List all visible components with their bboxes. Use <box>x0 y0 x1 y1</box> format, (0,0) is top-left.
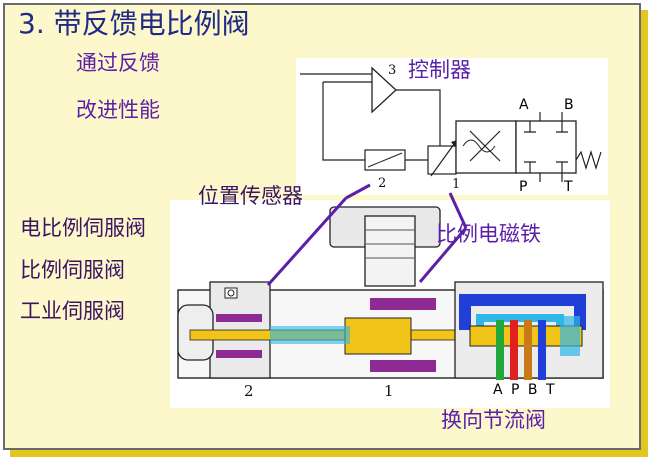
coil-bottom <box>370 360 436 372</box>
subtitle-line-2: 改进性能 <box>76 98 160 122</box>
feedback-line <box>322 82 365 161</box>
amplifier-triangle <box>371 66 397 114</box>
solenoid-number: 1 <box>452 177 461 192</box>
end-chamber <box>560 316 580 356</box>
callout-proportional-solenoid: 比例电磁铁 <box>436 222 541 246</box>
blocked-ports <box>524 121 568 173</box>
port-B-channel <box>524 320 532 380</box>
port-T-channel <box>538 320 546 380</box>
port-T-label: T <box>564 179 573 195</box>
section-label-1: 1 <box>384 382 394 400</box>
oil-channel-tank <box>459 294 586 330</box>
left-label-2: 比例伺服阀 <box>20 258 125 282</box>
port-P-label: P <box>519 179 528 195</box>
leader-solenoid-1 <box>418 227 468 283</box>
left-label-3: 工业伺服阀 <box>20 299 125 323</box>
port-stubs <box>539 112 563 182</box>
port-B-label: B <box>564 97 574 113</box>
sensor-number: 2 <box>378 176 387 191</box>
section-ports-label: A P B T <box>493 382 557 398</box>
throttle-curve <box>462 139 496 153</box>
subtitle-line-1: 通过反馈 <box>76 51 160 75</box>
sensor-coil-bottom <box>216 350 262 358</box>
callout-directional-valve: 换向节流阀 <box>441 408 546 432</box>
leader-solenoid-2 <box>448 192 468 229</box>
armature <box>344 317 412 355</box>
solenoid-arrow-line <box>430 139 458 177</box>
sensor-coil-top <box>216 314 262 322</box>
coil-top <box>370 298 436 310</box>
section-label-2: 2 <box>244 382 254 400</box>
slide-title: 3. 带反馈电比例阀 <box>18 7 250 40</box>
valve-envelope-right <box>515 120 577 174</box>
cross-arrows <box>469 130 501 162</box>
controller-label: 控制器 <box>408 58 471 82</box>
connector-plug <box>364 215 416 287</box>
amplifier-number: 3 <box>388 63 397 78</box>
port-P-channel <box>510 320 518 380</box>
leader-sensor-2 <box>345 183 371 200</box>
leader-sensor-1 <box>266 196 348 287</box>
port-A-label: A <box>519 97 529 113</box>
callout-position-sensor: 位置传感器 <box>198 184 303 208</box>
left-label-1: 电比例伺服阀 <box>20 216 146 240</box>
sensor-diagonal <box>367 152 403 168</box>
push-rod-chamber <box>270 326 350 344</box>
port-A-channel <box>496 320 504 380</box>
output-line <box>396 89 441 146</box>
sensor-screw <box>224 287 238 299</box>
spring-symbol <box>575 149 602 171</box>
